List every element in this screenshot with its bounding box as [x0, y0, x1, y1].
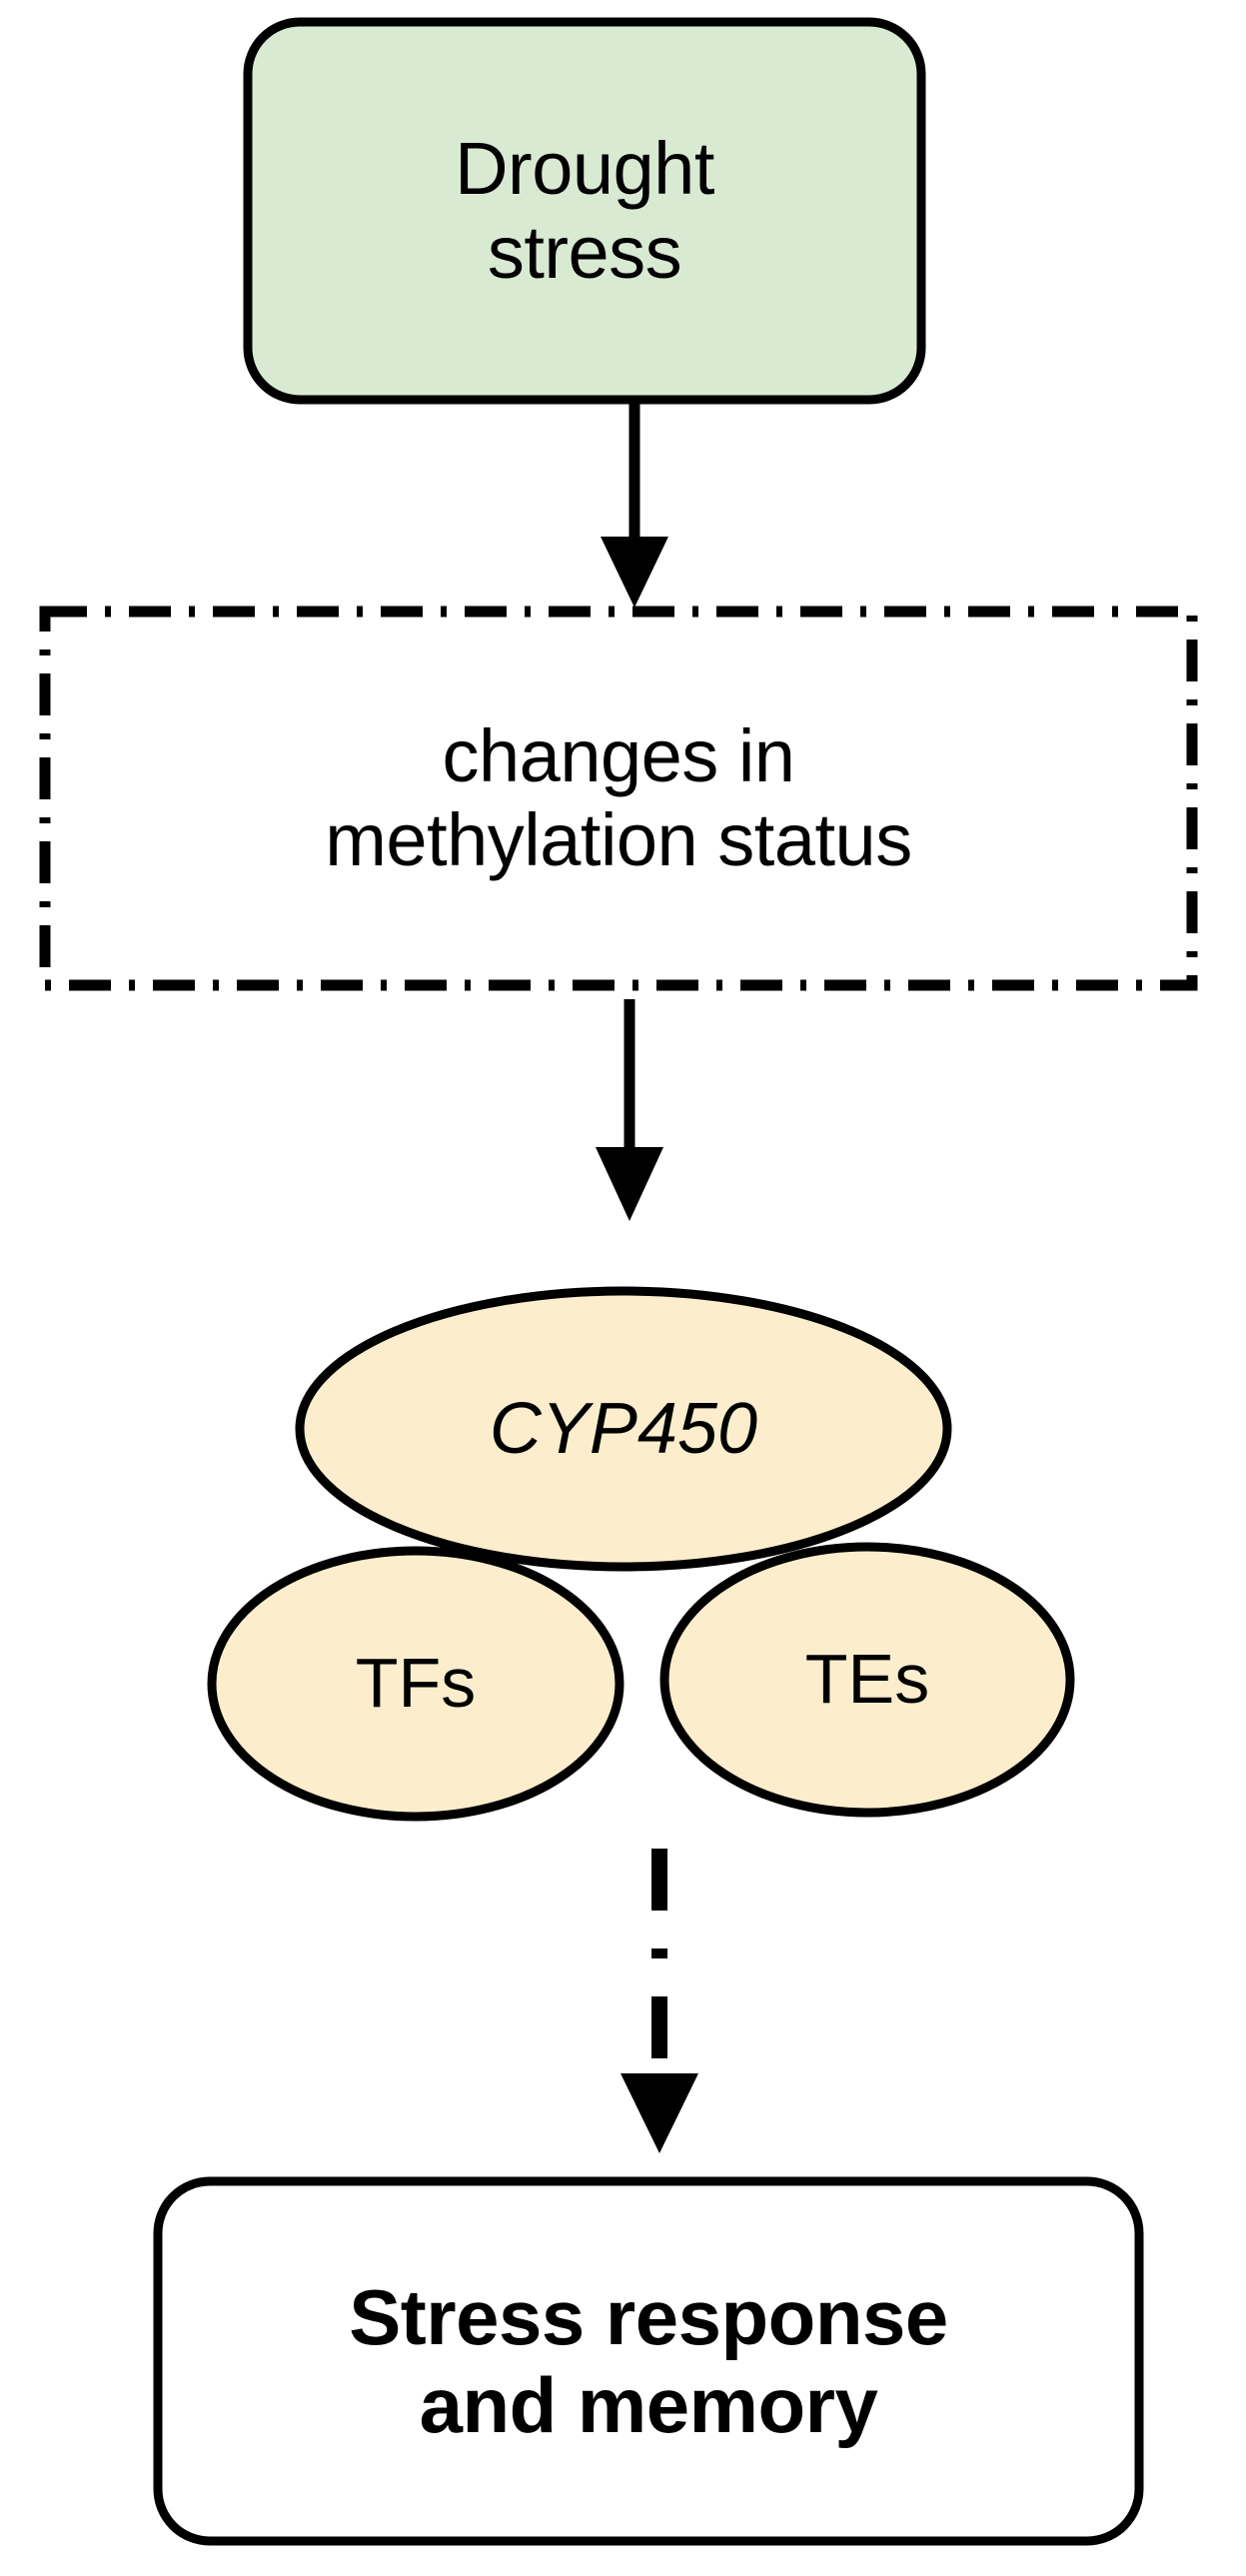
- tfs-ellipse[interactable]: [207, 1546, 624, 1822]
- arrow-methylation-to-genes: [596, 999, 663, 1221]
- arrow-genes-to-stress-response: [621, 1849, 698, 2153]
- stress-response-box[interactable]: [153, 2176, 1144, 2546]
- tes-ellipse[interactable]: [659, 1542, 1075, 1818]
- methylation-box[interactable]: [39, 606, 1198, 991]
- arrow-drought-to-methylation: [601, 400, 668, 608]
- drought-stress-box[interactable]: [243, 17, 926, 405]
- cyp450-ellipse[interactable]: [295, 1286, 952, 1572]
